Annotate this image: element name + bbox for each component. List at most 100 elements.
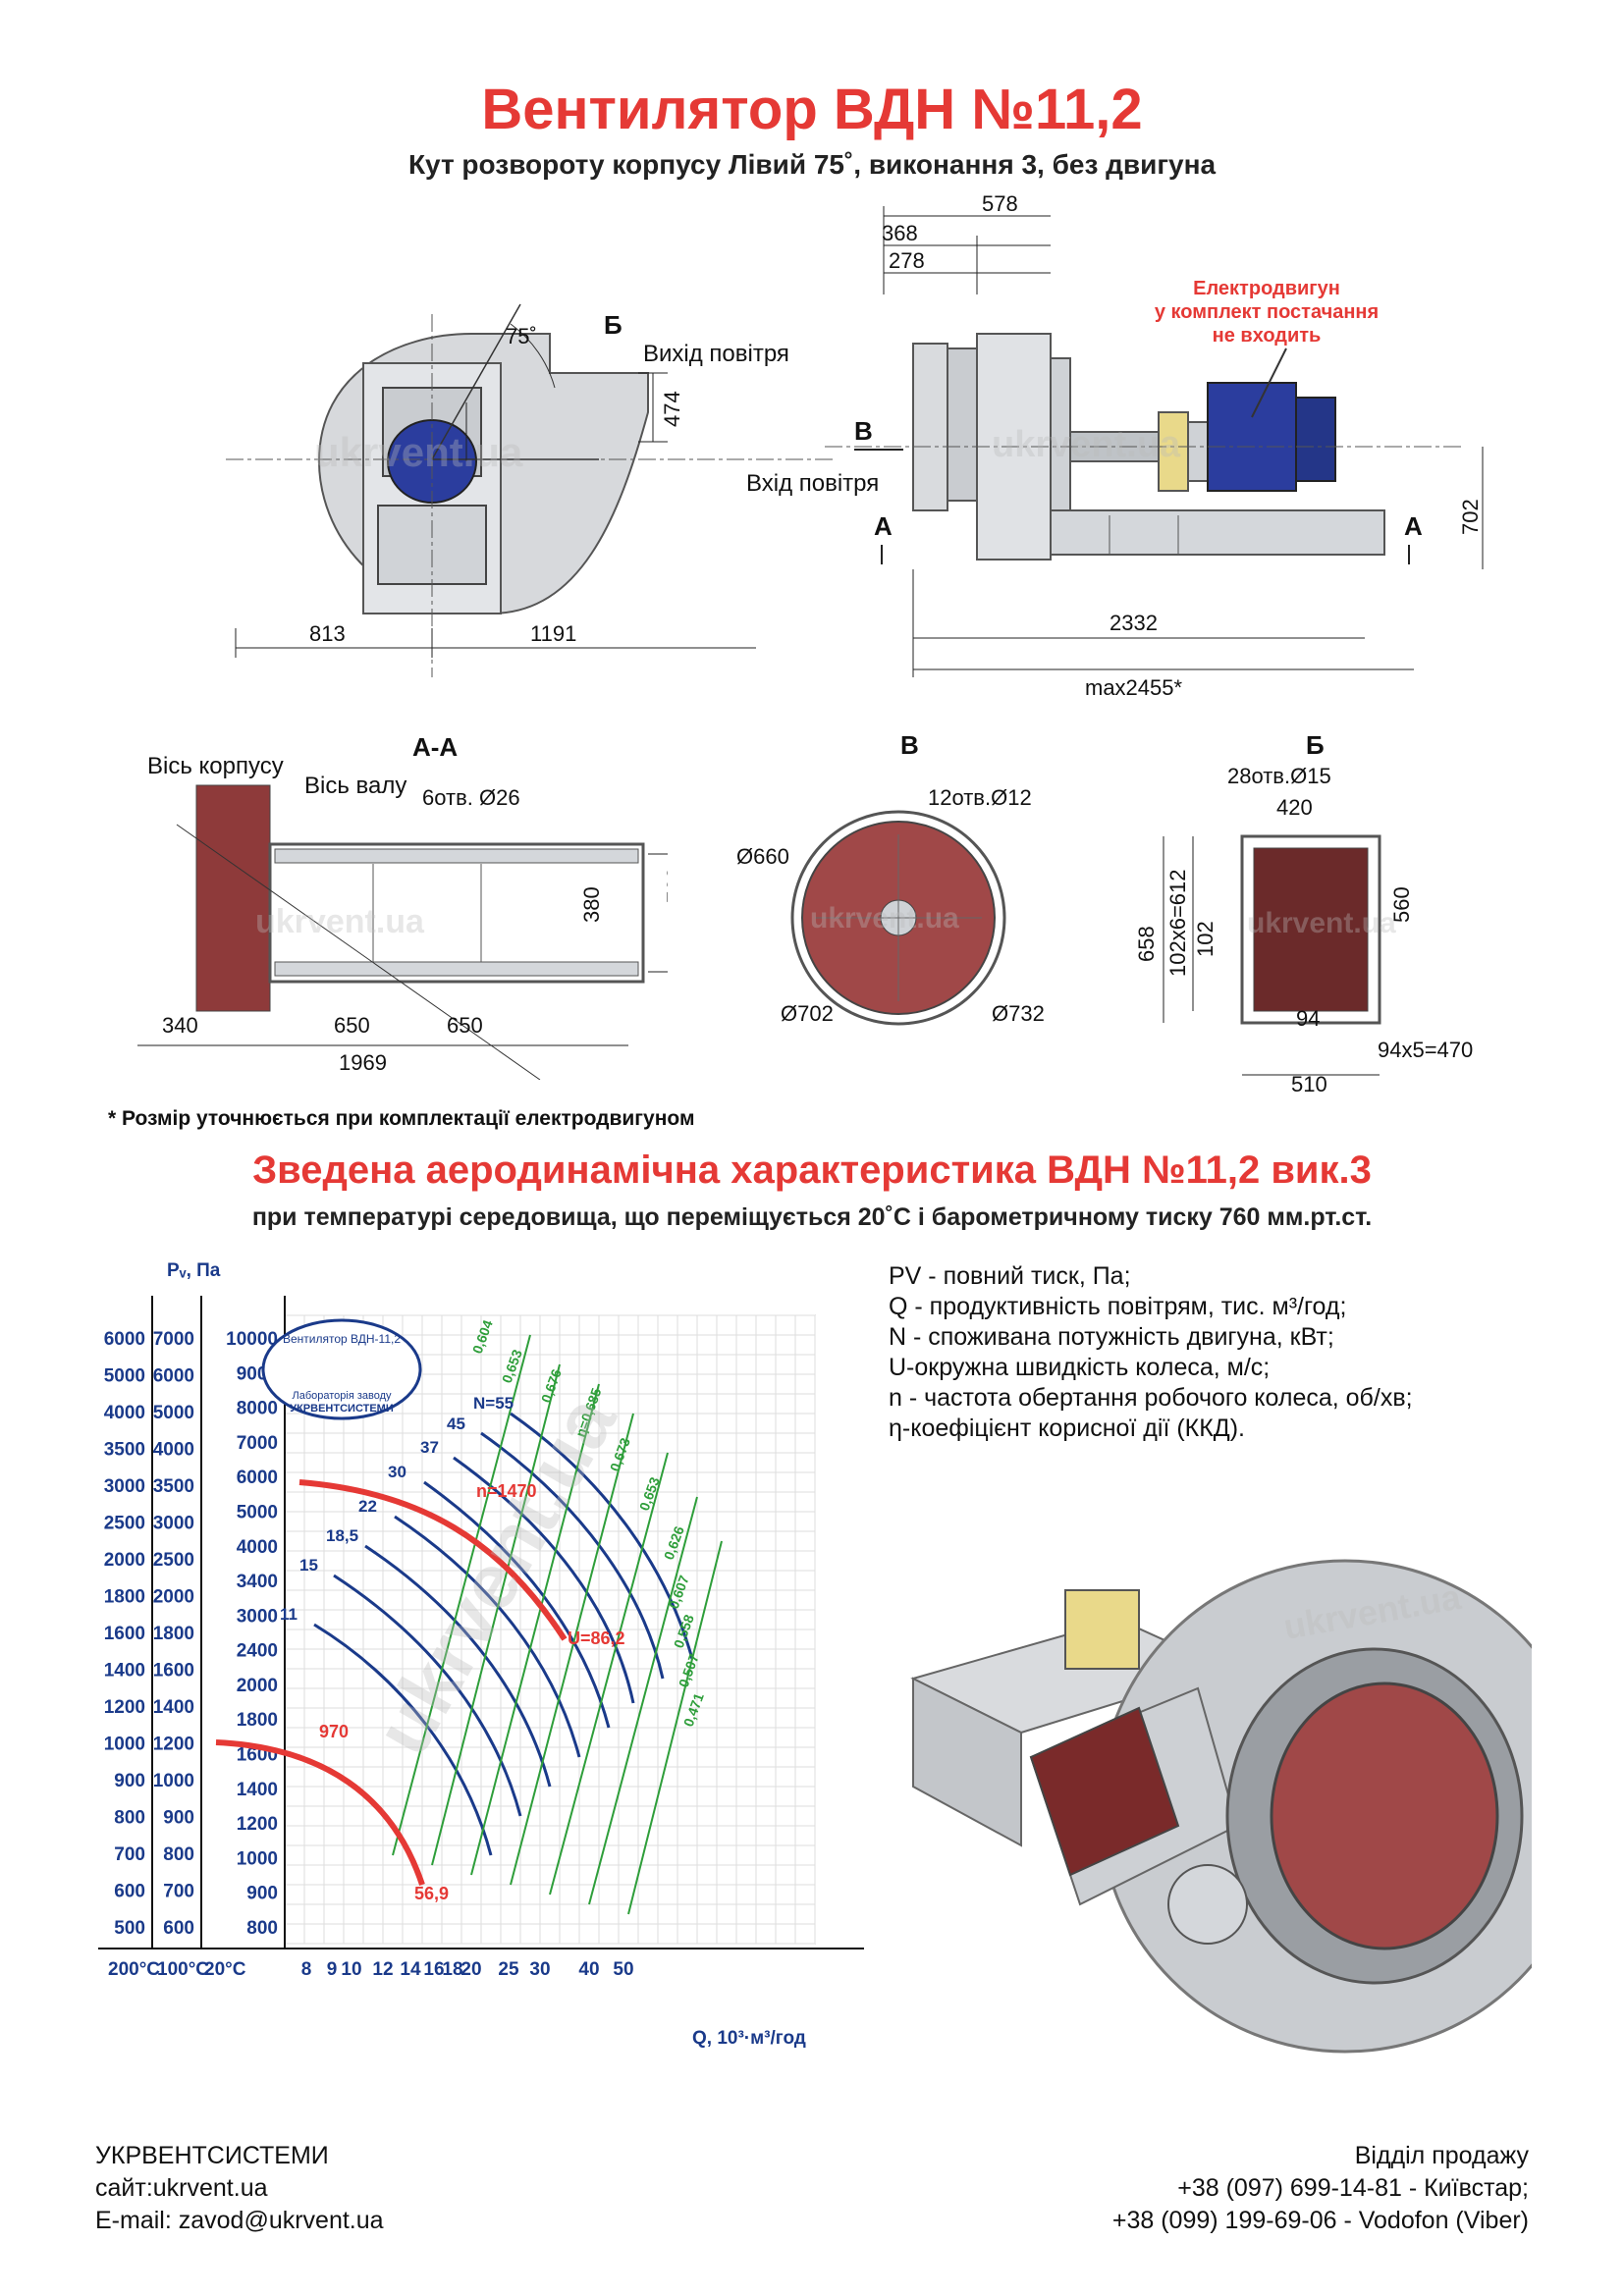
dim-max2455: max2455* [1085,675,1183,700]
y-tick-label: 7000 [237,1433,278,1454]
dim-760: 760 [663,867,668,903]
phone-vodafone[interactable]: +38 (099) 199-69-06 - Vodofon (Viber) [1111,2207,1529,2234]
section-b-title: Б [1306,730,1325,760]
y-tick-label: 4000 [153,1440,194,1461]
dim-702v: Ø702 [781,1001,834,1026]
dim-813: 813 [309,621,346,646]
curve-n1470 [298,1479,568,1641]
fan-3d-render: ukrvent.ua [910,1559,1532,2054]
watermark-aa: ukrvent.ua [255,903,425,940]
label-a-left: А [874,511,893,541]
x-tick-label: 18 [442,1959,462,1980]
axis-shaft-label: Вісь валу [304,773,406,799]
x-tick-label: 50 [613,1959,633,1980]
x-temp-label: 200°С [108,1959,160,1980]
y-tick-label: 2000 [104,1550,145,1571]
dim-1191: 1191 [530,621,576,646]
render-coupling [1064,1589,1140,1670]
y-tick-label: 600 [163,1918,194,1939]
chart-ylabel: Pᵥ, Па [167,1260,221,1281]
y-tick-label: 1800 [153,1624,194,1644]
dim-340: 340 [162,1013,198,1038]
holes-v-label: 12отв.Ø12 [928,785,1032,810]
chart-xlabel: Q, 10³·м³/год [692,2028,806,2049]
email-link[interactable]: E-mail: zavod@ukrvent.ua [95,2207,384,2234]
x-tick-label: 14 [400,1959,421,1980]
power-label: 37 [420,1438,439,1457]
logo-line2: Лабораторія заводу [292,1390,392,1402]
dim-702: 702 [1458,499,1483,535]
footnote: * Розмір уточнюється при комплектації ел… [108,1107,695,1130]
dim-94: 94 [1296,1006,1320,1031]
impeller-section [195,784,271,1012]
y-tick-label: 500 [114,1918,145,1939]
section-b-drawing: Б 28отв.Ø15 420 658 102x6=612 102 560 94… [1134,730,1473,1096]
label-b: B [854,416,873,446]
section-v-title: В [900,730,919,760]
holes-b-label: 28отв.Ø15 [1227,764,1331,788]
page-title: Вентилятор ВДН №11,2 [481,78,1143,141]
eff-line-5 [549,1452,669,1896]
x-tick-label: 40 [578,1959,599,1980]
dim-102: 102 [1193,921,1218,957]
y-tick-label: 6000 [237,1468,278,1488]
watermark-v: ukrvent.ua [810,902,959,934]
y-tick-label: 2000 [153,1587,194,1608]
y-tick-label: 6000 [104,1329,145,1350]
y-tick-label: 800 [163,1844,194,1865]
x-temp-label: 20°С [204,1959,246,1980]
power-label: 30 [388,1463,406,1481]
velocity-label-569: 56,9 [414,1884,449,1903]
y-tick-label: 1000 [237,1848,278,1869]
velocity-label-862: U=86,2 [568,1629,625,1648]
legend-item: N - споживана потужність двигуна, кВт; [889,1323,1334,1351]
dim-278: 278 [889,248,925,273]
y-tick-label: 1400 [153,1697,194,1718]
dim-368: 368 [882,221,918,245]
x-tick-label: 25 [498,1959,519,1980]
air-inlet-label: Вхід повітря [746,470,879,497]
sales-dept: Відділ продажу [1354,2142,1529,2169]
eff-line-1 [392,1334,531,1856]
section-v-drawing: В 12отв.Ø12 Ø660 Ø702 Ø732 ukrvent.ua [736,730,1045,1026]
render-outlet [1029,1706,1180,1877]
section-aa-drawing: А-А Вісь корпусу Вісь валу 6отв. Ø26 380… [137,732,668,1080]
y-tick-label: 900 [246,1884,278,1904]
legend-item: η-коефіцієнт корисної дії (ККД). [889,1415,1245,1442]
power-label: 18,5 [326,1526,358,1545]
curve-n22 [394,1515,581,1758]
site-link[interactable]: сайт:ukrvent.ua [95,2174,268,2202]
outlet-flange [1253,847,1369,1012]
eff-line-3 [470,1383,600,1876]
dim-510: 510 [1291,1072,1327,1096]
eff-line-4 [510,1413,634,1886]
y-tick-label: 900 [163,1808,194,1829]
company-name: УКРВЕНТСИСТЕМИ [95,2142,329,2169]
y-tick-label: 3400 [237,1572,278,1592]
x-tick-label: 16 [423,1959,444,1980]
section-aa-title: А-А [412,732,458,762]
x-tick-label: 12 [372,1959,393,1980]
power-label: N=55 [473,1394,514,1413]
dim-380: 380 [579,886,604,923]
page-subtitle: Кут розвороту корпусу Лівий 75˚, виконан… [407,149,1217,180]
legend-item: PV - повний тиск, Па; [889,1262,1131,1290]
eff-line-2 [431,1363,561,1866]
y-tick-label: 10000 [226,1329,278,1350]
dim-612: 102x6=612 [1165,870,1190,978]
section-b-mark: Б [604,310,623,340]
dim-420: 420 [1276,795,1313,820]
aero-subtitle: при температурі середовища, що переміщує… [251,1203,1373,1231]
dim-660: Ø660 [736,844,789,869]
power-label: 15 [299,1556,318,1575]
eff-line-6 [588,1496,698,1905]
footer-contacts: УКРВЕНТСИСТЕМИ сайт:ukrvent.ua E-mail: z… [95,2140,384,2237]
y-tick-label: 1800 [104,1587,145,1608]
y-tick-label: 6000 [153,1366,194,1387]
dim-658: 658 [1134,926,1159,962]
coupling [1158,411,1189,492]
y-tick-label: 4000 [104,1403,145,1423]
speed-label-970: 970 [319,1722,349,1741]
label-a-right: А [1404,511,1423,541]
phone-kyivstar[interactable]: +38 (097) 699-14-81 - Київстар; [1177,2174,1529,2202]
